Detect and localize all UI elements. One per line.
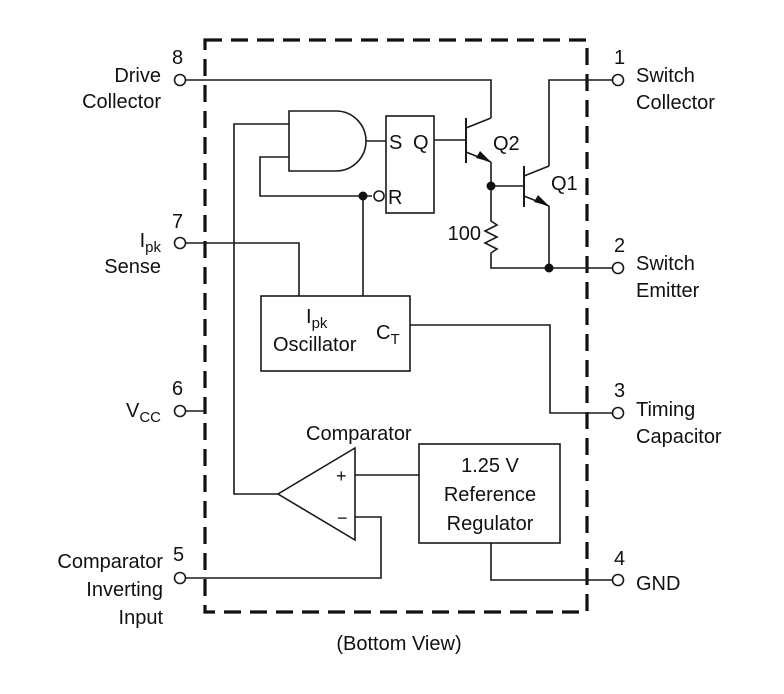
comparator-minus-sign: − <box>337 508 348 528</box>
q2-label: Q2 <box>493 133 520 155</box>
pin-8-number: 8 <box>172 47 183 69</box>
q2-collector-lead <box>465 117 492 129</box>
wire-timing-capacitor <box>410 324 612 414</box>
pin-2-terminal <box>611 261 625 275</box>
pin-4-label: GND <box>636 573 680 595</box>
q1-emitter-arrow <box>534 195 549 206</box>
pin-6-number: 6 <box>172 378 183 400</box>
oscillator-title-line1: Ipk <box>306 306 328 332</box>
reference-regulator-block <box>418 443 561 544</box>
bottom-view-caption: (Bottom View) <box>336 633 461 655</box>
pin-7-number: 7 <box>172 211 183 233</box>
pin-7-label-line1: Ipk <box>140 230 162 256</box>
pin-4-number: 4 <box>614 548 625 570</box>
wire-comparator-to-and <box>233 123 289 495</box>
pin-3-terminal <box>611 406 625 420</box>
reference-line1: 1.25 V <box>461 455 519 477</box>
reset-inversion-bubble <box>373 190 385 202</box>
pin-8-terminal <box>173 73 187 87</box>
pin-7-terminal <box>173 236 187 250</box>
pin-5-label-line2: Inverting <box>86 579 163 601</box>
junction-dot-reset <box>358 191 368 201</box>
comparator-label: Comparator <box>306 423 412 445</box>
pin-1-terminal <box>611 73 625 87</box>
pin-1-number: 1 <box>614 47 625 69</box>
pin-3-number: 3 <box>614 380 625 402</box>
wire-ipk-sense <box>186 242 300 296</box>
junction-dot-q2-emitter <box>486 181 496 191</box>
wire-gnd <box>490 543 612 581</box>
package-outline <box>203 38 589 614</box>
pin-3-label-line1: Timing <box>636 399 695 421</box>
resistor-100 <box>483 215 612 269</box>
wire-inverting-input <box>186 516 382 579</box>
pin-1-label-line1: Switch <box>636 65 695 87</box>
pin-5-terminal <box>173 571 187 585</box>
sr-flipflop <box>385 115 435 214</box>
comparator-plus-sign: + <box>336 466 347 486</box>
pin-3-label-line2: Capacitor <box>636 426 722 448</box>
reference-line2: Reference <box>444 484 536 506</box>
oscillator-block <box>260 295 411 372</box>
pin-7-label-line2: Sense <box>104 256 161 278</box>
resistor-label: 100 <box>448 223 481 245</box>
q2-emitter-arrow <box>476 151 491 162</box>
oscillator-ct-label: CT <box>376 322 400 348</box>
pin-2-number: 2 <box>614 235 625 257</box>
pin-5-number: 5 <box>173 544 184 566</box>
q1-collector-lead <box>523 165 550 177</box>
pin-4-terminal <box>611 573 625 587</box>
flipflop-q-label: Q <box>413 132 429 154</box>
pin-2-label-line2: Emitter <box>636 280 700 302</box>
pin-1-label-line2: Collector <box>636 92 715 114</box>
wire-osc-to-and <box>259 156 372 197</box>
comparator-amp <box>276 446 356 542</box>
pin-2-label-line1: Switch <box>636 253 695 275</box>
pin-6-label: VCC <box>126 400 161 426</box>
wire-drive-collector <box>186 79 492 118</box>
junction-dot-switch-emitter <box>544 263 554 273</box>
pin-8-label-line1: Drive <box>114 65 161 87</box>
flipflop-s-label: S <box>389 132 402 154</box>
reference-line3: Regulator <box>447 513 534 535</box>
pin-5-label-line3: Input <box>119 607 164 629</box>
oscillator-title-line2: Oscillator <box>273 334 357 356</box>
pin-8-label-line2: Collector <box>82 91 161 113</box>
and-gate <box>288 110 367 172</box>
pin-6-terminal <box>173 404 187 418</box>
flipflop-r-label: R <box>388 187 402 209</box>
wire-switch-collector <box>548 79 612 166</box>
pin-5-label-line1: Comparator <box>57 551 163 573</box>
q1-label: Q1 <box>551 173 578 195</box>
